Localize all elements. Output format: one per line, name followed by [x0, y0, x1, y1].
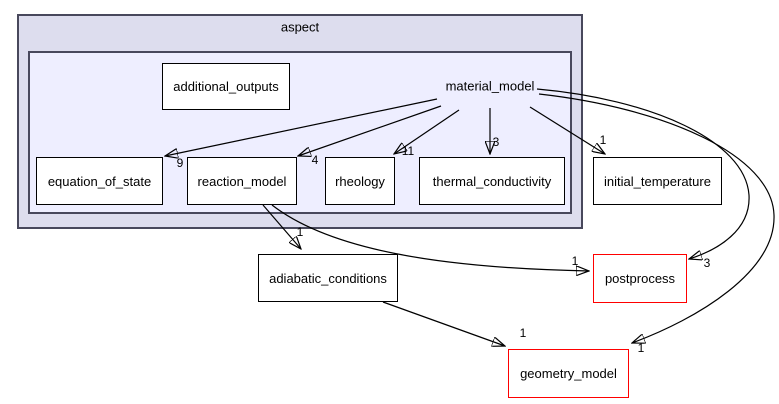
node-adiabatic-conditions[interactable]: adiabatic_conditions — [258, 254, 398, 302]
edge-count-label: 1 — [599, 133, 607, 147]
edge-adiabatic-conditions-to-geometry-model — [382, 301, 505, 346]
node-thermal-conductivity[interactable]: thermal_conductivity — [419, 157, 565, 205]
edge-count-label: 1 — [637, 341, 645, 355]
node-rheology[interactable]: rheology — [325, 157, 395, 205]
node-geometry-model[interactable]: geometry_model — [508, 349, 629, 398]
node-postprocess[interactable]: postprocess — [593, 254, 687, 303]
edge-count-label: 1 — [519, 326, 527, 340]
node-reaction-model[interactable]: reaction_model — [187, 157, 297, 205]
edge-count-label: 3 — [703, 256, 711, 270]
cluster-aspect-label[interactable]: aspect — [280, 19, 320, 35]
node-additional-outputs[interactable]: additional_outputs — [162, 63, 290, 110]
node-initial-temperature[interactable]: initial_temperature — [593, 157, 722, 205]
edge-count-label: 1 — [571, 254, 579, 268]
cluster-material-model-label[interactable]: material_model — [445, 78, 535, 94]
node-equation-of-state[interactable]: equation_of_state — [36, 157, 163, 205]
